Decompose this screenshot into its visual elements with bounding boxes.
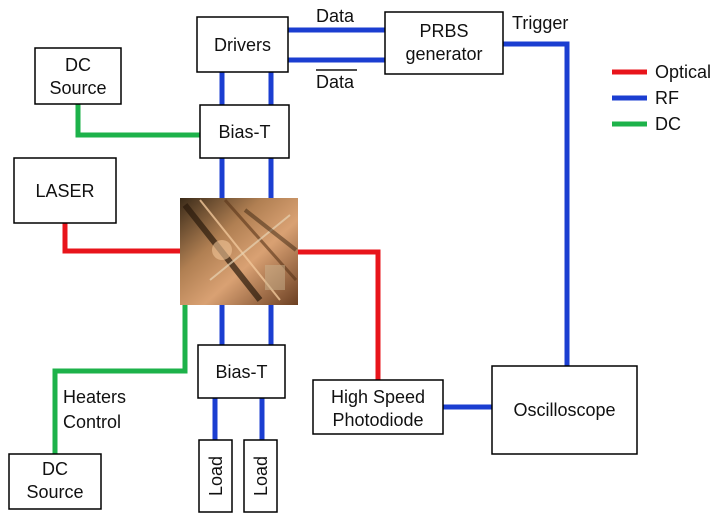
legend-optical-label: Optical	[655, 62, 711, 82]
legend-dc-label: DC	[655, 114, 681, 134]
laser-block: LASER	[13, 157, 117, 224]
prbs-label-line2: generator	[405, 44, 482, 64]
chip-photo	[180, 198, 298, 305]
legend-rf-label: RF	[655, 88, 679, 108]
oscilloscope-block: Oscilloscope	[491, 365, 638, 455]
heaters-label-line1: Heaters	[63, 387, 126, 407]
prbs-generator-block: PRBS generator	[384, 11, 504, 75]
bias-t-top-label: Bias-T	[218, 122, 270, 142]
drivers-block: Drivers	[196, 16, 289, 73]
bias-t-bottom-block: Bias-T	[197, 344, 286, 399]
dc-wire-heaters	[52, 305, 188, 454]
prbs-label-line1: PRBS	[419, 21, 468, 41]
trigger-label: Trigger	[512, 13, 568, 33]
load-right-label: Load	[251, 456, 271, 496]
data-bar-label: Data	[316, 72, 355, 92]
data-label: Data	[316, 6, 355, 26]
optical-wires	[62, 223, 381, 380]
photodiode-label-line1: High Speed	[331, 387, 425, 407]
dc-source-bottom-block: DC Source	[8, 453, 102, 510]
optical-wire-laser-chip	[62, 223, 180, 254]
load-left-block: Load	[198, 439, 233, 513]
bias-t-top-block: Bias-T	[199, 104, 290, 159]
bias-t-bottom-label: Bias-T	[215, 362, 267, 382]
dc-source-top-block: DC Source	[34, 47, 122, 105]
load-left-label: Load	[206, 456, 226, 496]
dc-source-bottom-line2: Source	[26, 482, 83, 502]
laser-label: LASER	[35, 181, 94, 201]
dc-source-top-line1: DC	[65, 55, 91, 75]
dc-wires	[52, 104, 200, 454]
legend: Optical RF DC	[612, 62, 711, 134]
optical-wire-chip-photodiode	[298, 249, 381, 380]
dc-wire-top	[75, 104, 200, 138]
heaters-label-line2: Control	[63, 412, 121, 432]
dc-source-bottom-line1: DC	[42, 459, 68, 479]
rf-wires	[212, 27, 570, 440]
photodiode-label-line2: Photodiode	[332, 410, 423, 430]
photodiode-block: High Speed Photodiode	[312, 379, 444, 435]
dc-source-top-line2: Source	[49, 78, 106, 98]
oscilloscope-label: Oscilloscope	[513, 400, 615, 420]
rf-wire-trigger	[503, 41, 570, 366]
load-right-block: Load	[243, 439, 278, 513]
drivers-label: Drivers	[214, 35, 271, 55]
